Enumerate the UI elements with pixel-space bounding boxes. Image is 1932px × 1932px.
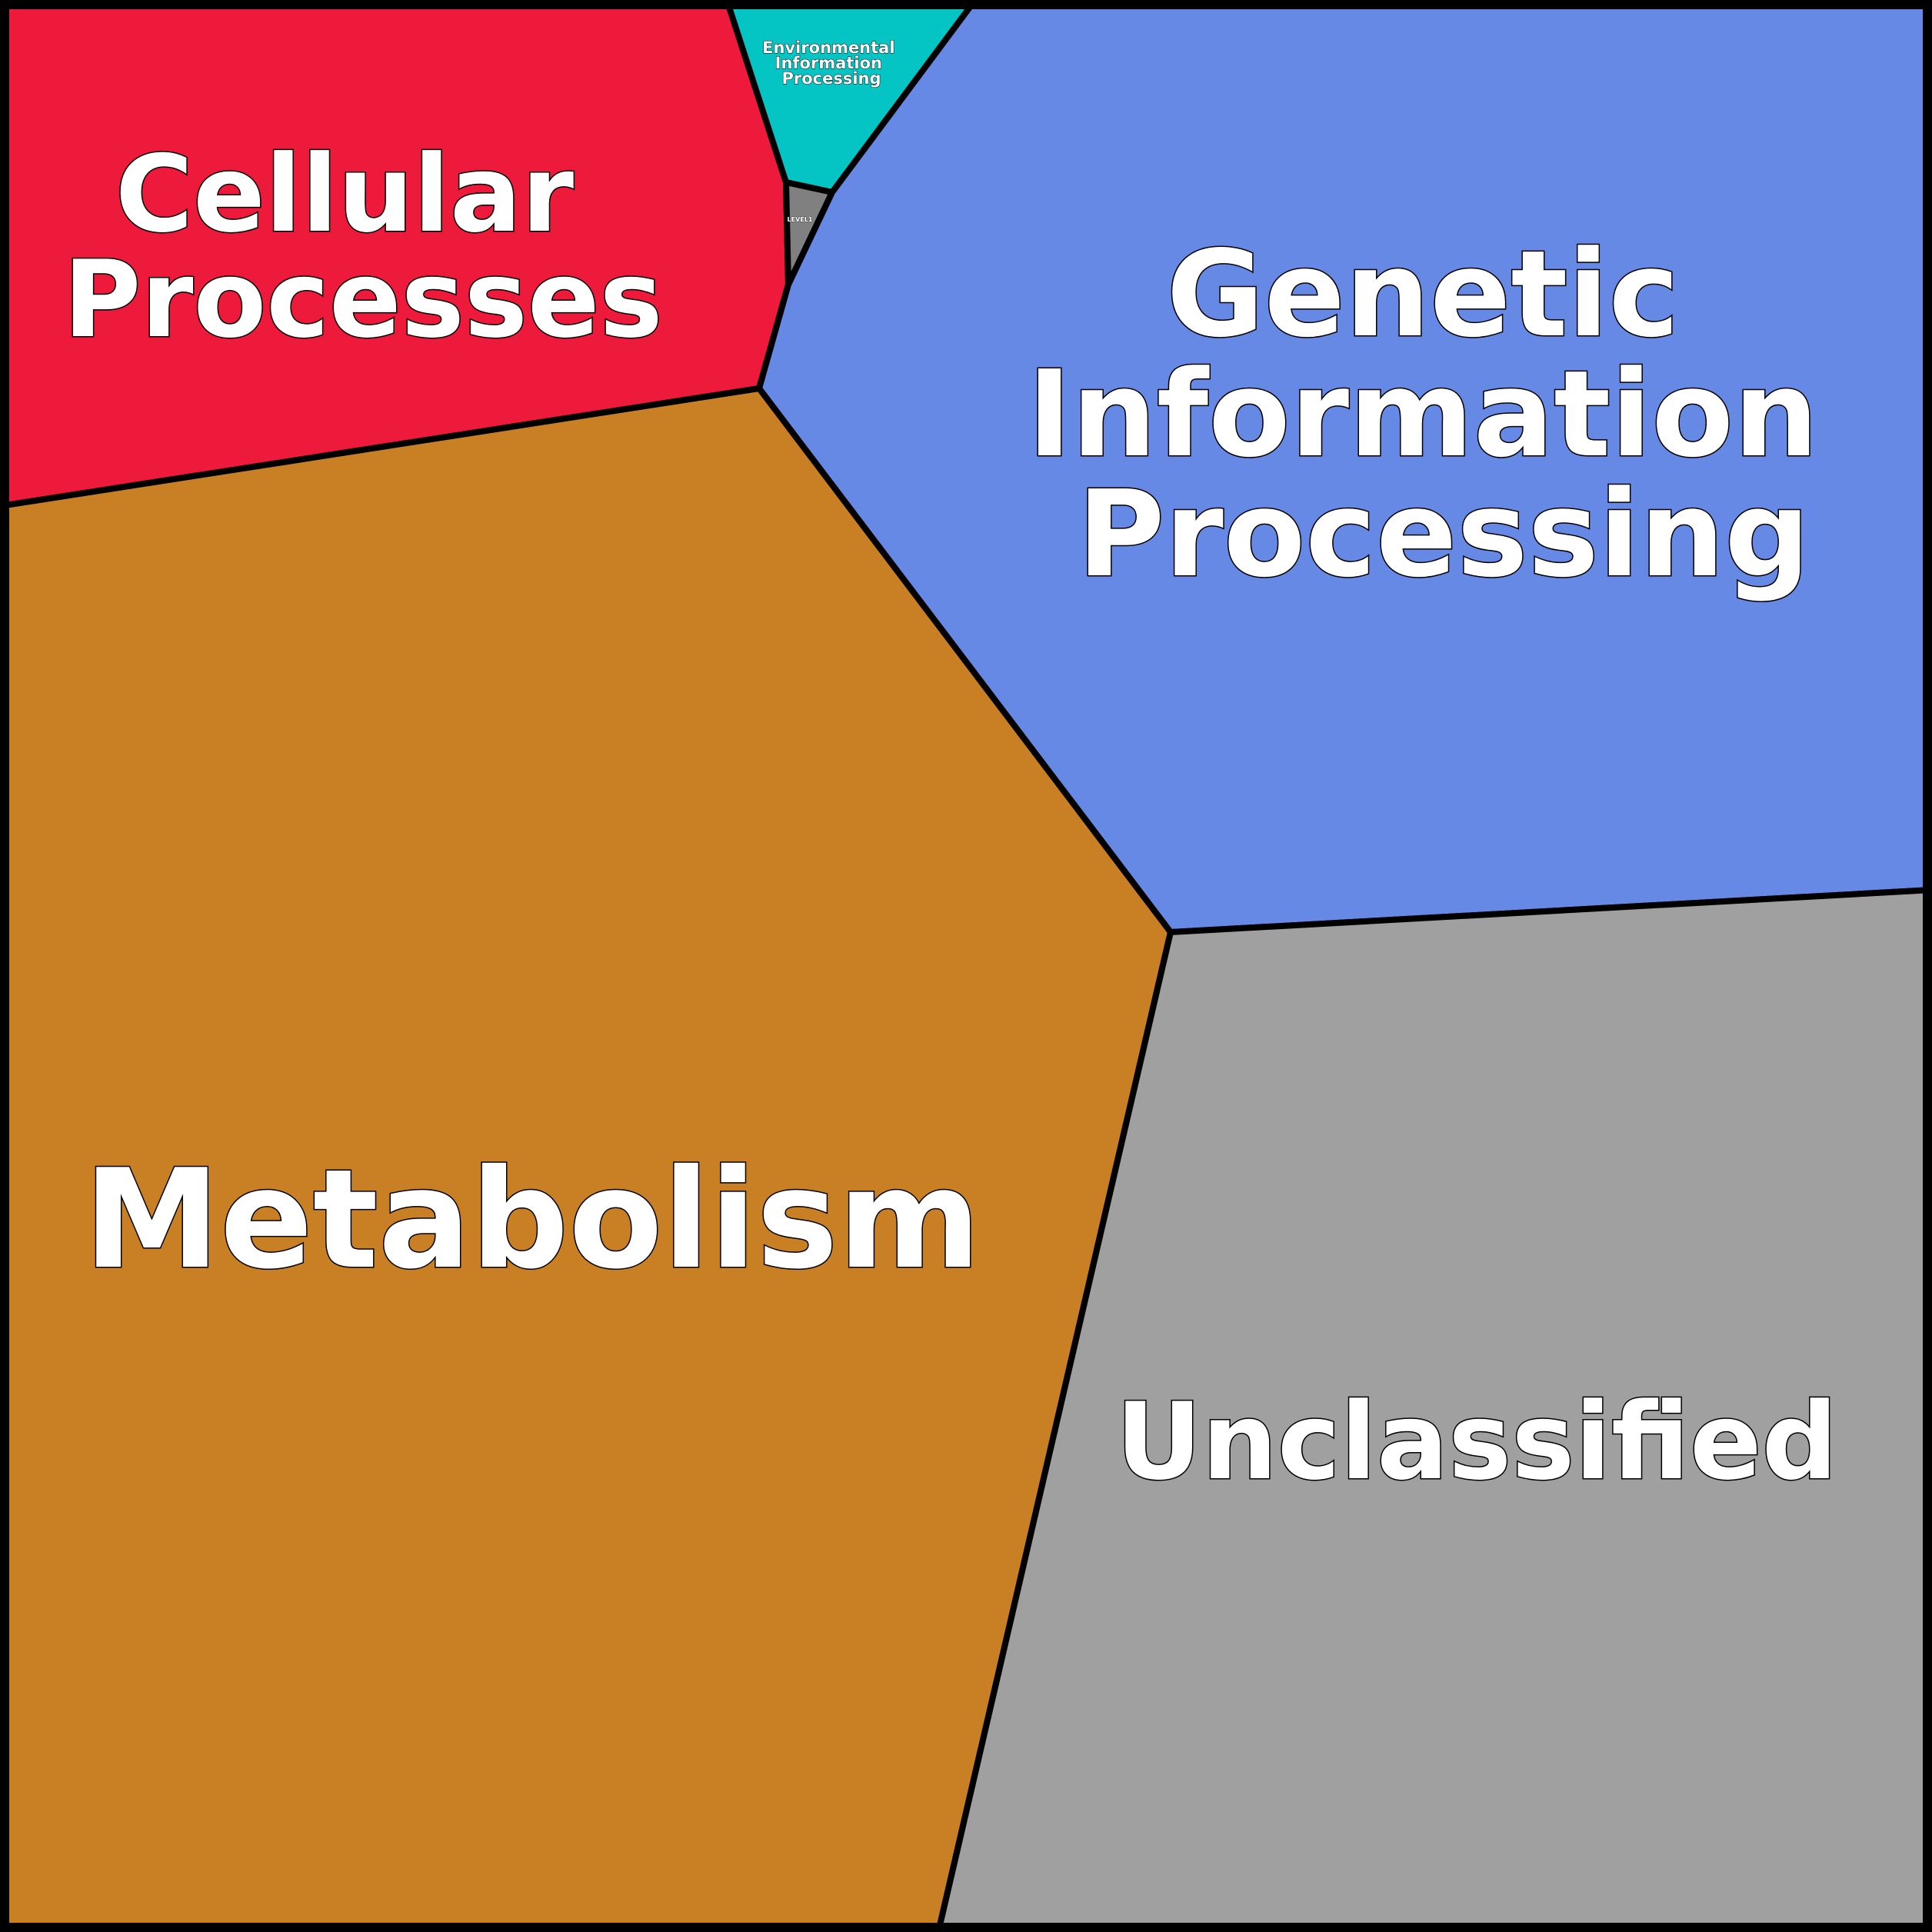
cell-unclassified xyxy=(935,887,1932,1932)
cell-label-metabolism: Metabolism xyxy=(84,1140,981,1299)
cell-label-level1: LEVEL1 xyxy=(788,216,813,223)
cell-label-environmental: Environmental Information Processing xyxy=(762,38,901,88)
cell-label-unclassified: Unclassified xyxy=(1116,1380,1838,1504)
cell-label-genetic: Genetic Information Processing xyxy=(1028,225,1860,604)
cell-label-cellular: Cellular Processes xyxy=(63,132,662,361)
